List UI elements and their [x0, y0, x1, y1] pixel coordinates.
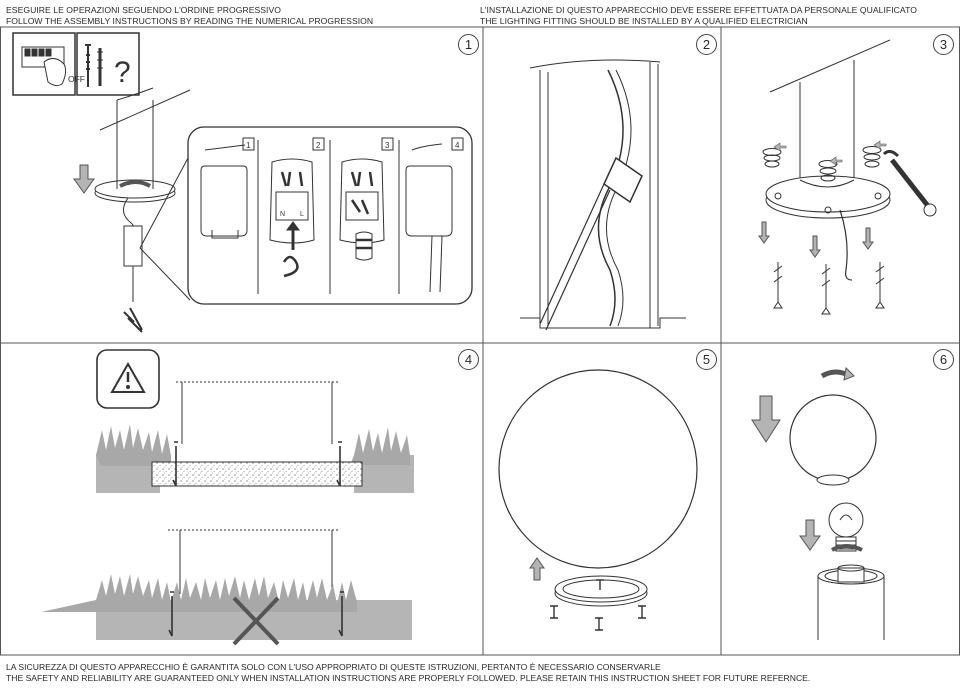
detail-step-3: 3	[385, 141, 390, 150]
grass-bottom	[41, 574, 412, 640]
power-off-switch-icon	[12, 32, 76, 96]
header-left-italian: ESEGUIRE LE OPERAZIONI SEGUENDO L'ORDINE…	[6, 5, 282, 15]
panel-1	[12, 32, 473, 333]
step-number-6: 6	[933, 349, 954, 370]
panel-6	[751, 366, 885, 640]
panel-grid	[0, 26, 960, 656]
terminal-l-label: L	[300, 211, 304, 218]
panel-2	[520, 59, 686, 331]
question-mark: ?	[114, 56, 131, 89]
header-right: L'INSTALLAZIONE DI QUESTO APPARECCHIO DE…	[480, 5, 917, 26]
header-left-english: FOLLOW THE ASSEMBLY INSTRUCTIONS BY READ…	[6, 15, 374, 26]
panel-4	[41, 349, 414, 646]
step-number-1: 1	[458, 34, 479, 55]
step-number-2: 2	[696, 34, 717, 55]
warning-icon	[96, 349, 160, 409]
step-number-5: 5	[696, 349, 717, 370]
detail-step-4: 4	[455, 141, 460, 150]
detail-step-1: 1	[246, 141, 251, 150]
footer-italian: LA SICUREZZA DI QUESTO APPARECCHIO È GAR…	[6, 662, 661, 672]
footer-english: THE SAFETY AND RELIABILITY ARE GUARANTEE…	[6, 673, 811, 683]
header-left: ESEGUIRE LE OPERAZIONI SEGUENDO L'ORDINE…	[6, 5, 373, 26]
step-number-4: 4	[458, 349, 479, 370]
panel-5	[498, 369, 698, 631]
header-right-italian: L'INSTALLAZIONE DI QUESTO APPARECCHIO DE…	[480, 5, 917, 15]
tools-question-icon	[76, 32, 140, 96]
detail-step-2: 2	[316, 141, 321, 150]
grass-top	[96, 424, 414, 493]
header-right-english: THE LIGHTING FITTING SHOULD BE INSTALLED…	[480, 15, 808, 26]
terminal-n-label: N	[280, 211, 285, 218]
step-number-3: 3	[933, 34, 954, 55]
footer: LA SICUREZZA DI QUESTO APPARECCHIO È GAR…	[6, 662, 810, 684]
off-label: OFF	[68, 74, 85, 84]
panel-3	[758, 39, 937, 315]
